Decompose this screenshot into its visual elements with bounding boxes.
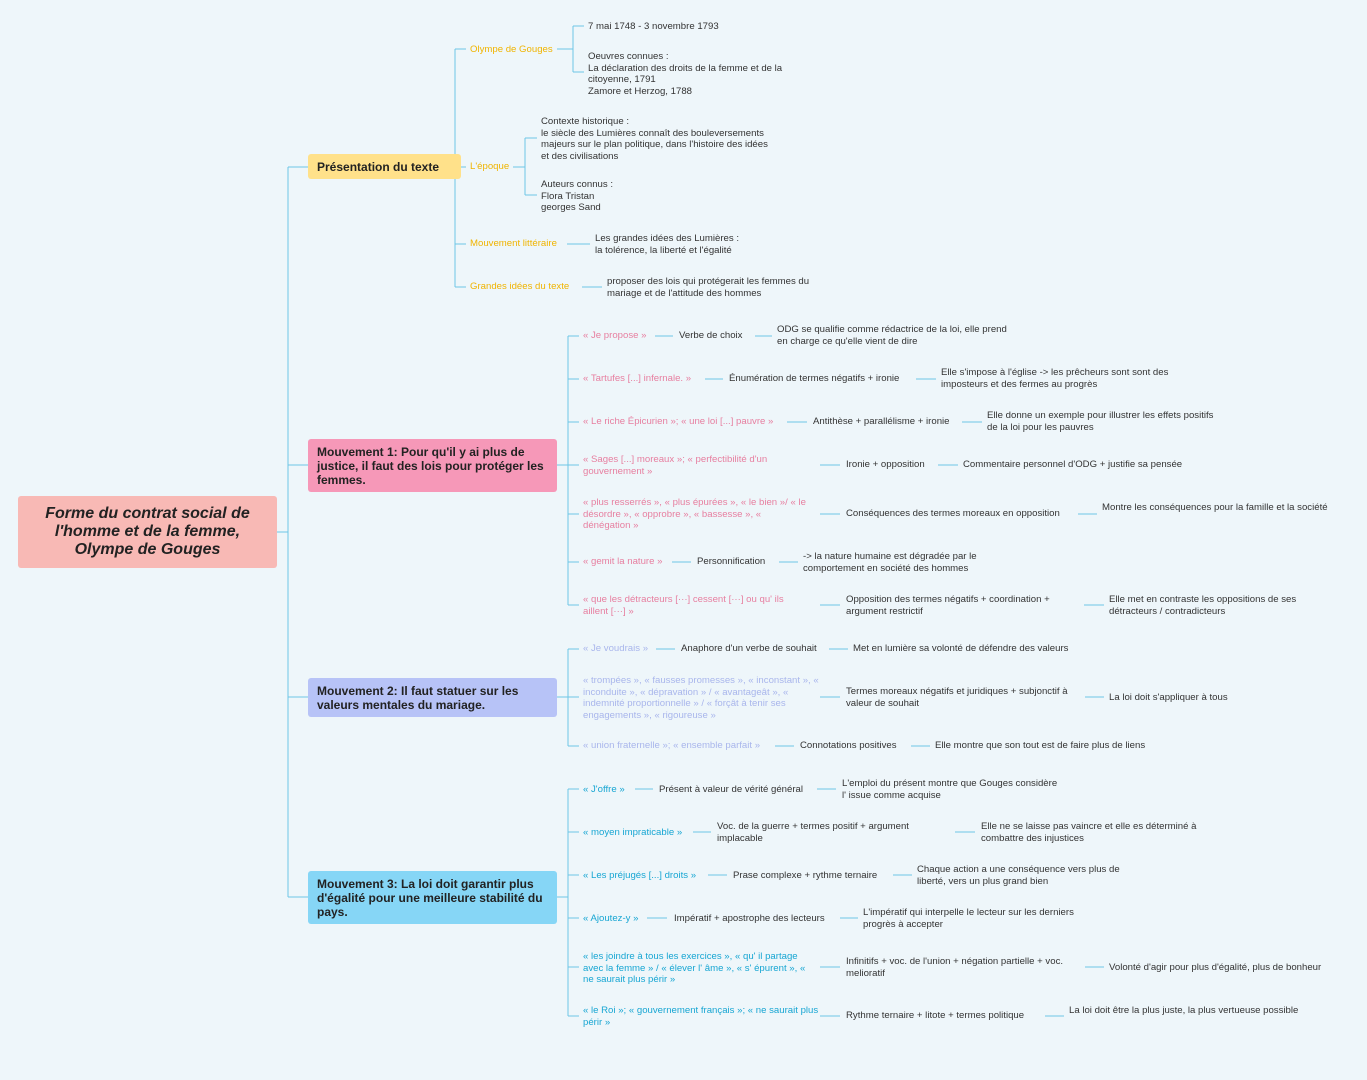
branch-mouvement-1[interactable]: Mouvement 1: Pour qu'il y ai plus de jus…	[308, 439, 557, 492]
device-m2-2: Termes moreaux négatifs et juridiques + …	[846, 686, 1068, 709]
device-m3-2: Voc. de la guerre + termes positif + arg…	[717, 821, 909, 844]
branch-presentation[interactable]: Présentation du texte	[308, 154, 461, 179]
device-m3-5: Infinitifs + voc. de l'union + négation …	[846, 956, 1064, 979]
branch-mouvement-3[interactable]: Mouvement 3: La loi doit garantir plus d…	[308, 871, 557, 924]
subtopic-grandes-idees[interactable]: Grandes idées du texte	[470, 281, 570, 292]
effect-m2-2: La loi doit s'appliquer à tous	[1109, 692, 1228, 703]
device-m2-1: Anaphore d'un verbe de souhait	[681, 643, 817, 654]
quote-m3-3[interactable]: « Les préjugés [...] droits »	[583, 870, 697, 881]
device-m1-7: Opposition des termes négatifs + coordin…	[846, 594, 1050, 617]
effect-m1-2: Elle s'impose à l'église -> les prêcheur…	[941, 367, 1169, 390]
quote-m2-2[interactable]: « trompées », « fausses promesses », « i…	[583, 675, 819, 721]
device-m1-5: Conséquences des termes moreaux en oppos…	[846, 508, 1060, 519]
quote-m3-2[interactable]: « moyen impraticable »	[583, 827, 683, 838]
device-m2-3: Connotations positives	[800, 740, 897, 751]
quote-m1-1[interactable]: « Je propose »	[583, 330, 647, 341]
quote-m1-2[interactable]: « Tartufes [...] infernale. »	[583, 373, 692, 384]
effect-m1-3: Elle donne un exemple pour illustrer les…	[987, 410, 1214, 433]
detail-lumieres: Les grandes idées des Lumières : la tolé…	[595, 233, 739, 256]
device-m3-4: Impératif + apostrophe des lecteurs	[674, 913, 825, 924]
subtopic-mouvement-litteraire[interactable]: Mouvement littéraire	[470, 238, 557, 249]
effect-m3-4: L'impératif qui interpelle le lecteur su…	[863, 907, 1074, 930]
effect-m1-5: Montre les conséquences pour la famille …	[1102, 502, 1328, 513]
quote-m2-3[interactable]: « union fraternelle »; « ensemble parfai…	[583, 740, 761, 751]
quote-m3-1[interactable]: « J'offre »	[583, 784, 625, 795]
detail-contexte: Contexte historique : le siècle des Lumi…	[541, 116, 768, 162]
quote-m3-4[interactable]: « Ajoutez-y »	[583, 913, 639, 924]
effect-m3-6: La loi doit être la plus juste, la plus …	[1069, 1005, 1299, 1016]
device-m1-3: Antithèse + parallélisme + ironie	[813, 416, 950, 427]
effect-m2-1: Met en lumière sa volonté de défendre de…	[853, 643, 1069, 654]
detail-auteurs: Auteurs connus : Flora Tristan georges S…	[541, 179, 613, 213]
quote-m1-6[interactable]: « gemit la nature »	[583, 556, 663, 567]
device-m1-1: Verbe de choix	[679, 330, 743, 341]
subtopic-olympe[interactable]: Olympe de Gouges	[470, 44, 553, 55]
root-topic[interactable]: Forme du contrat social de l'homme et de…	[18, 496, 277, 568]
quote-m1-7[interactable]: « que les détracteurs [···] cessent [···…	[583, 594, 784, 617]
quote-m3-5[interactable]: « les joindre à tous les exercices », « …	[583, 951, 806, 985]
effect-m3-3: Chaque action a une conséquence vers plu…	[917, 864, 1120, 887]
effect-m3-2: Elle ne se laisse pas vaincre et elle es…	[981, 821, 1197, 844]
device-m3-3: Prase complexe + rythme ternaire	[733, 870, 878, 881]
device-m3-1: Présent à valeur de vérité général	[659, 784, 803, 795]
device-m3-6: Rythme ternaire + litote + termes politi…	[846, 1010, 1025, 1021]
quote-m1-5[interactable]: « plus resserrés », « plus épurées », « …	[583, 497, 806, 531]
effect-m3-1: L'emploi du présent montre que Gouges co…	[842, 778, 1058, 801]
quote-m2-1[interactable]: « Je voudrais »	[583, 643, 649, 654]
quote-m1-3[interactable]: « Le riche Épicurien »; « une loi [...] …	[583, 416, 774, 427]
detail-dates: 7 mai 1748 - 3 novembre 1793	[588, 21, 719, 32]
effect-m1-1: ODG se qualifie comme rédactrice de la l…	[777, 324, 1007, 347]
subtopic-epoque[interactable]: L'époque	[470, 161, 510, 172]
quote-m1-4[interactable]: « Sages [...] moreaux »; « perfectibilit…	[583, 454, 768, 477]
device-m1-4: Ironie + opposition	[846, 459, 925, 470]
branch-mouvement-2[interactable]: Mouvement 2: Il faut statuer sur les val…	[308, 678, 557, 717]
device-m1-6: Personnification	[697, 556, 766, 567]
quote-m3-6[interactable]: « le Roi »; « gouvernement français »; «…	[583, 1005, 819, 1028]
effect-m1-4: Commentaire personnel d'ODG + justifie s…	[963, 459, 1183, 470]
effect-m3-5: Volonté d'agir pour plus d'égalité, plus…	[1109, 962, 1322, 973]
device-m1-2: Énumération de termes négatifs + ironie	[729, 373, 900, 384]
effect-m2-3: Elle montre que son tout est de faire pl…	[935, 740, 1146, 751]
effect-m1-6: -> la nature humaine est dégradée par le…	[803, 551, 977, 574]
effect-m1-7: Elle met en contraste les oppositions de…	[1109, 594, 1297, 617]
detail-oeuvres: Oeuvres connues : La déclaration des dro…	[588, 51, 783, 97]
detail-idees: proposer des lois qui protégerait les fe…	[607, 276, 810, 299]
